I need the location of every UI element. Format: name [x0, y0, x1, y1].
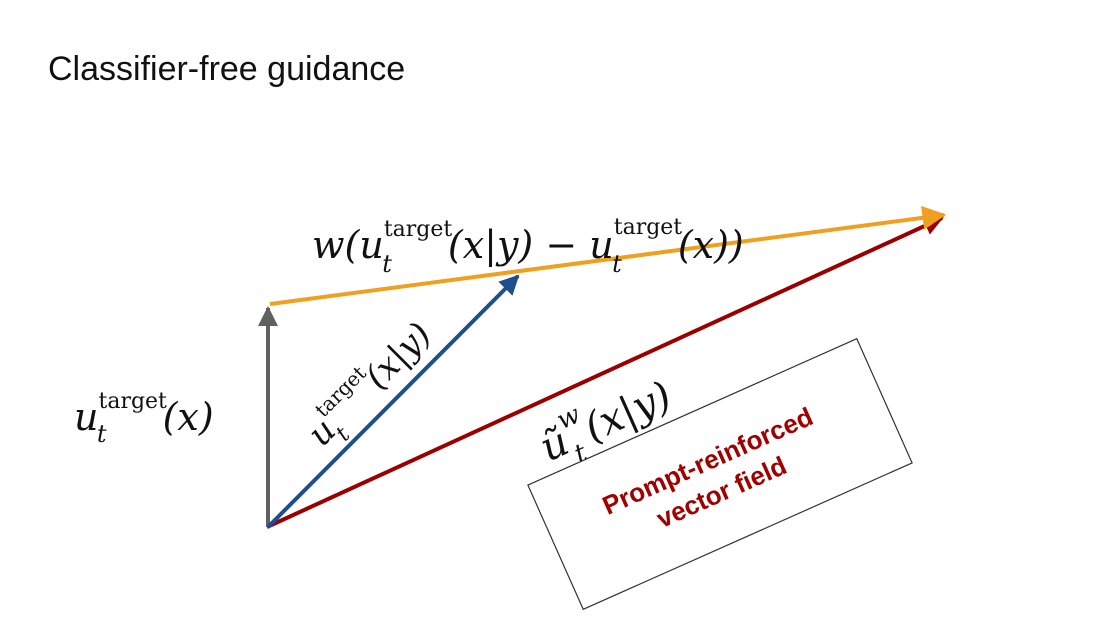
conditional-vector-arrow — [266, 274, 520, 529]
conditional-vector-label: utargett(x|y) — [294, 309, 446, 461]
page-title: Classifier-free guidance — [48, 50, 406, 88]
reinforced-vector-arrow — [266, 216, 944, 529]
guidance-term-arrow — [269, 205, 947, 306]
